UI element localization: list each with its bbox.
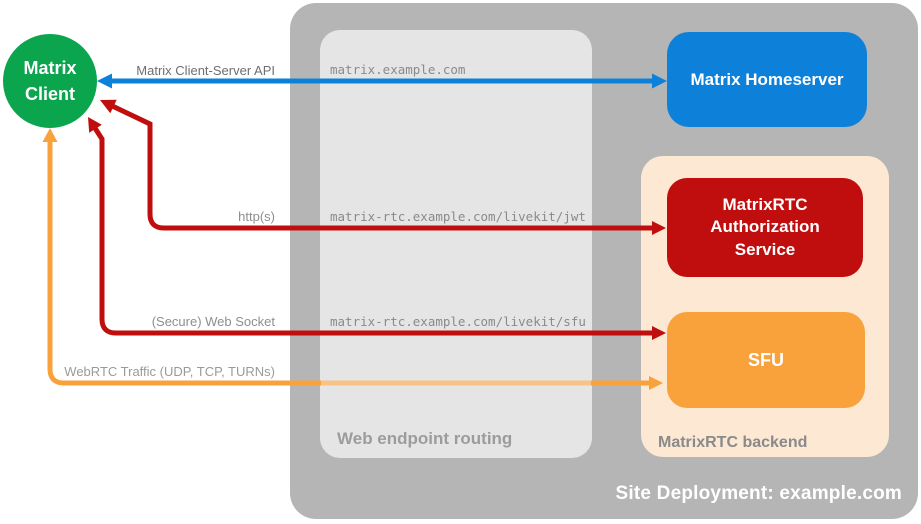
endpoint-matrix-domain: matrix.example.com — [330, 62, 466, 77]
web-endpoint-routing-label: Web endpoint routing — [337, 429, 513, 448]
auth-service-node: MatrixRTC Authorization Service — [667, 178, 863, 277]
auth-service-label: MatrixRTC Authorization Service — [710, 195, 820, 259]
matrixrtc-backend-label: MatrixRTC backend — [658, 434, 808, 451]
matrix-client-label: Matrix Client — [23, 57, 77, 104]
webrtc-arrow-label: WebRTC Traffic (UDP, TCP, TURNs) — [64, 364, 275, 379]
site-deployment-label: Site Deployment: example.com — [615, 483, 902, 504]
matrix-homeserver-node: Matrix Homeserver — [667, 32, 867, 127]
sfu-label: SFU — [748, 349, 784, 370]
sfu-node: SFU — [667, 312, 865, 408]
endpoint-livekit-jwt: matrix-rtc.example.com/livekit/jwt — [330, 209, 586, 224]
client-server-api-arrow-label: Matrix Client-Server API — [136, 63, 275, 78]
matrix-client-node: Matrix Client — [3, 34, 97, 128]
https-arrow-label: http(s) — [238, 209, 275, 224]
web-endpoint-routing-box: Web endpoint routing — [320, 30, 592, 458]
matrix-homeserver-label: Matrix Homeserver — [690, 69, 844, 89]
endpoint-livekit-sfu: matrix-rtc.example.com/livekit/sfu — [330, 314, 586, 329]
websocket-arrow-label: (Secure) Web Socket — [151, 314, 275, 329]
